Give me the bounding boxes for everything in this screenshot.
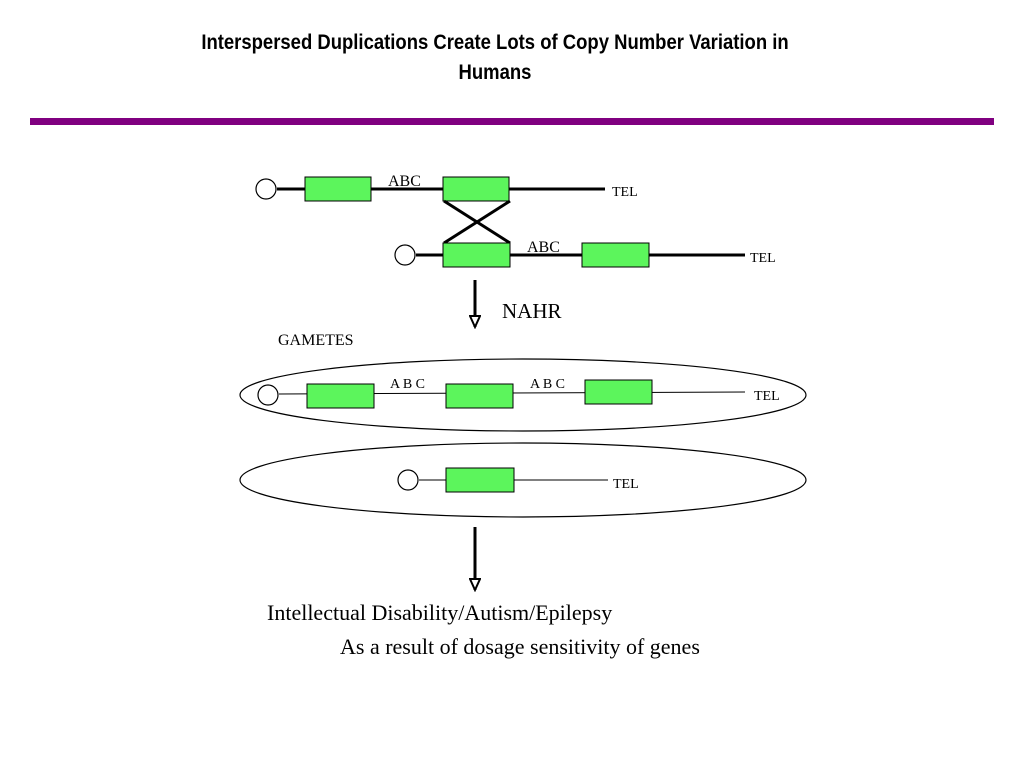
outcome-line-2: As a result of dosage sensitivity of gen… [340, 634, 700, 659]
tel-label-1: TEL [612, 185, 638, 200]
crossover-line-b [443, 199, 511, 245]
segment-3c [584, 379, 653, 405]
segment-4a [445, 467, 515, 493]
nahr-label: NAHR [502, 299, 562, 323]
title-divider [30, 118, 994, 125]
tel-label-4: TEL [613, 477, 639, 492]
gamete-duplication: A B C A B C TEL [239, 358, 807, 432]
abc-label-top: ABC [388, 173, 421, 190]
segment-3a [306, 383, 375, 409]
centromere-4 [397, 469, 419, 491]
crossover-x [443, 199, 511, 245]
segment-2a [442, 242, 511, 268]
gamete-1-oval [239, 358, 807, 432]
tel-label-2: TEL [750, 251, 776, 266]
centromere-2 [394, 244, 416, 266]
tel-label-3: TEL [754, 389, 780, 404]
abc-gamete-label-2: A B C [530, 377, 565, 392]
segment-1a [304, 176, 372, 202]
chromosome-1: ABC TEL [255, 173, 638, 202]
segment-1b [442, 176, 510, 202]
centromere-1 [255, 178, 277, 200]
abc-label-mid: ABC [527, 239, 560, 256]
centromere-3 [257, 384, 279, 406]
segment-2b [581, 242, 650, 268]
chromosome-2: ABC TEL [394, 239, 776, 268]
gamete-2-oval [239, 442, 807, 518]
segment-3b [445, 383, 514, 409]
outcome-line-1: Intellectual Disability/Autism/Epilepsy [267, 600, 613, 625]
slide-title: Interspersed Duplications Create Lots of… [201, 31, 789, 84]
gamete-deletion: TEL [239, 442, 807, 518]
gametes-label: GAMETES [278, 332, 354, 349]
abc-gamete-label-1: A B C [390, 377, 425, 392]
